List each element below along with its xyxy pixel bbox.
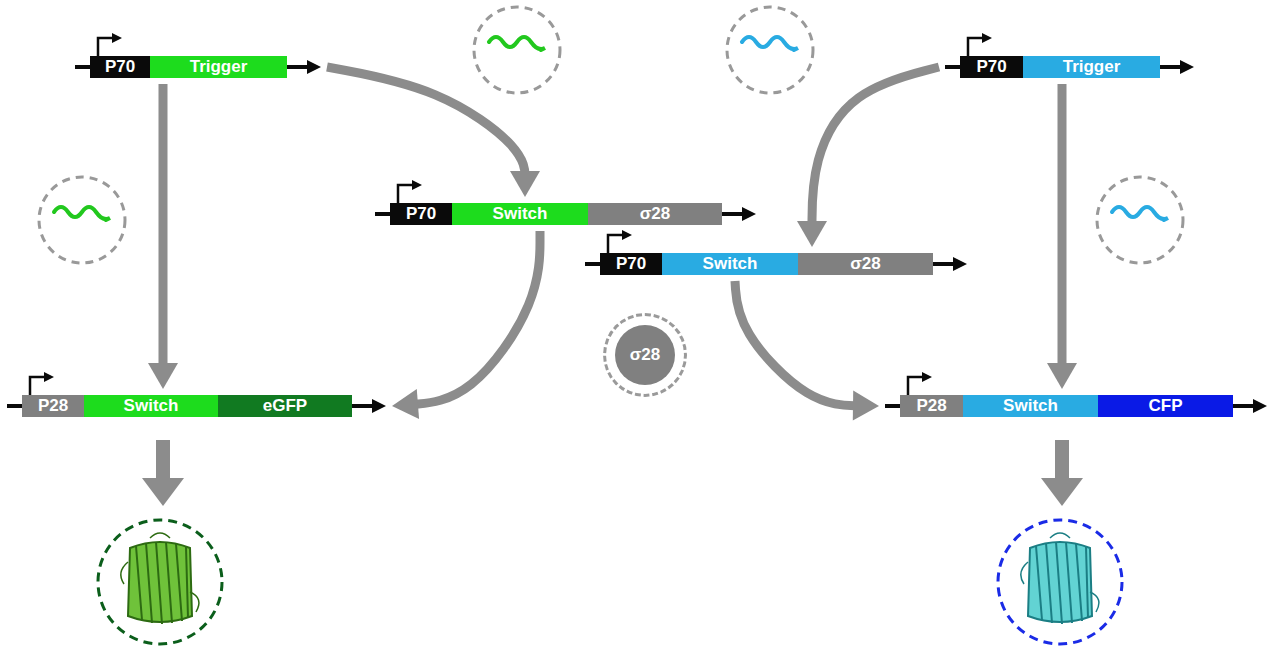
- protein-label: σ28: [615, 325, 675, 385]
- arrowhead: [853, 391, 879, 421]
- dna-stub: [7, 395, 22, 417]
- rna-strand: [742, 37, 798, 50]
- expression-arrow: [142, 440, 184, 506]
- gene-construct: P28SwitchCFP: [885, 395, 1267, 417]
- connector: [735, 281, 863, 406]
- rna-strand: [1112, 207, 1168, 220]
- dna-stub: [75, 56, 90, 78]
- gene-part: Switch: [963, 395, 1098, 417]
- gene-part: σ28: [798, 253, 933, 275]
- dna-direction-arrow: [1160, 56, 1194, 78]
- connector: [1058, 84, 1067, 373]
- gene-construct: P70Trigger: [75, 56, 321, 78]
- dna-direction-arrow: [933, 253, 967, 275]
- gene-construct: P28SwitcheGFP: [7, 395, 386, 417]
- sigma-factor-circle: σ28: [603, 313, 687, 397]
- gene-part: Trigger: [1023, 56, 1160, 78]
- dashed-circle: [727, 7, 813, 93]
- dashed-circle: [1097, 177, 1183, 263]
- dna-direction-arrow: [287, 56, 321, 78]
- gene-part: CFP: [1098, 395, 1233, 417]
- gene-part: Switch: [452, 203, 588, 225]
- dna-direction-arrow: [352, 395, 386, 417]
- gene-construct: P70Trigger: [945, 56, 1194, 78]
- rna-strand: [54, 207, 110, 220]
- rna-bubble: [474, 7, 560, 93]
- dna-direction-arrow: [722, 203, 756, 225]
- promoter-arrow: [27, 371, 55, 395]
- dna-stub: [375, 203, 390, 225]
- promoter-arrow: [965, 32, 993, 56]
- promoter-arrow: [905, 371, 933, 395]
- gene-part: eGFP: [218, 395, 352, 417]
- arrowhead: [510, 171, 540, 197]
- dna-direction-arrow: [1233, 395, 1267, 417]
- barrel-strands: [136, 542, 188, 624]
- arrowhead: [1047, 363, 1077, 389]
- gene-part: Switch: [662, 253, 798, 275]
- connector: [159, 84, 168, 373]
- dna-stub: [945, 56, 960, 78]
- regulation-arrow: [735, 281, 879, 421]
- dashed-circle: [39, 177, 125, 263]
- arrowhead: [797, 221, 827, 247]
- expression-arrow: [1041, 440, 1083, 506]
- rna-strand: [489, 37, 545, 50]
- cfp-protein: [998, 520, 1122, 644]
- connector: [408, 231, 540, 405]
- dashed-circle: [474, 7, 560, 93]
- gene-part: Trigger: [150, 56, 287, 78]
- gene-part: P28: [22, 395, 84, 417]
- regulation-arrow: [392, 231, 540, 419]
- gene-part: P70: [90, 56, 150, 78]
- rna-bubble: [1097, 177, 1183, 263]
- dna-stub: [885, 395, 900, 417]
- egfp-protein: [98, 520, 222, 644]
- connector: [812, 67, 939, 231]
- gene-part: P70: [960, 56, 1023, 78]
- regulation-arrow: [1047, 84, 1077, 389]
- regulation-arrow: [148, 84, 178, 389]
- barrel-strands: [1036, 542, 1088, 624]
- gene-part: Switch: [84, 395, 218, 417]
- connector: [327, 67, 525, 181]
- gene-construct: P70Switchσ28: [375, 203, 756, 225]
- arrowhead: [392, 389, 419, 419]
- gene-part: P28: [900, 395, 963, 417]
- dna-stub: [585, 253, 600, 275]
- gene-part: P70: [390, 203, 452, 225]
- gene-construct: P70Switchσ28: [585, 253, 967, 275]
- dashed-circle: [998, 520, 1122, 644]
- gene-part: σ28: [588, 203, 722, 225]
- promoter-arrow: [395, 179, 423, 203]
- loops: [121, 533, 199, 612]
- regulation-arrow: [327, 67, 540, 197]
- promoter-arrow: [95, 32, 123, 56]
- regulation-arrow: [797, 67, 939, 247]
- rna-bubble: [727, 7, 813, 93]
- rna-bubble: [39, 177, 125, 263]
- arrowhead: [148, 363, 178, 389]
- loops: [1021, 533, 1099, 612]
- gene-part: P70: [600, 253, 662, 275]
- promoter-arrow: [605, 229, 633, 253]
- dashed-circle: [98, 520, 222, 644]
